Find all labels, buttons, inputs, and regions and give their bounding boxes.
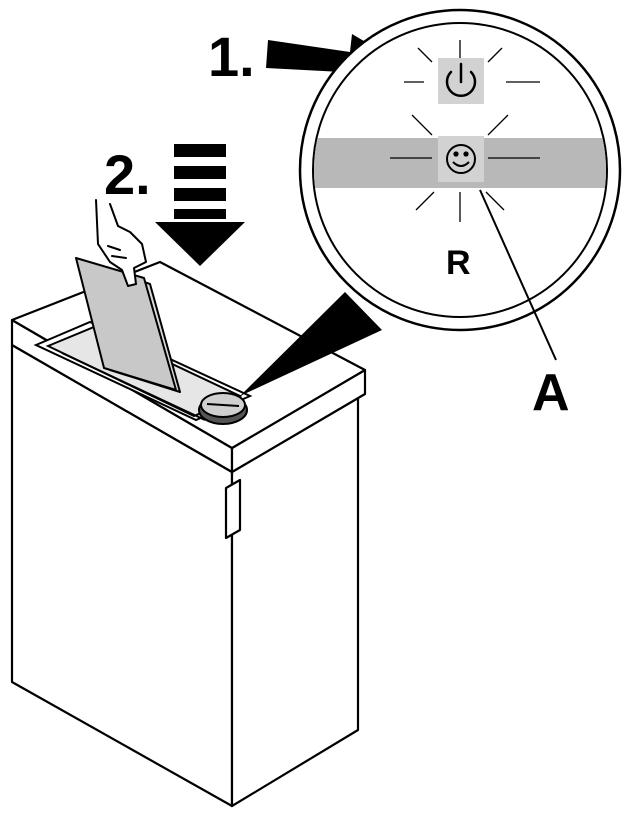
step1-label: 1. [208,25,255,88]
control-knob [198,392,248,425]
magnified-panel [298,8,622,332]
step2-arrow [155,144,245,266]
power-rays [404,40,540,83]
power-icon [445,62,477,98]
paper-sheet [75,257,177,391]
hand [95,199,147,287]
power-button-marker-label: R [446,244,471,282]
paper-stack [75,257,181,393]
callout-wedge [240,292,382,396]
step2-label: 2. [104,143,151,206]
power-button [438,58,484,104]
callout-label-a: A [532,364,570,422]
shredder-door-handle [224,478,242,540]
status-rays [390,114,540,222]
status-indicator [438,136,484,182]
smiley-icon [446,144,476,174]
callout-leader-line [479,189,557,361]
